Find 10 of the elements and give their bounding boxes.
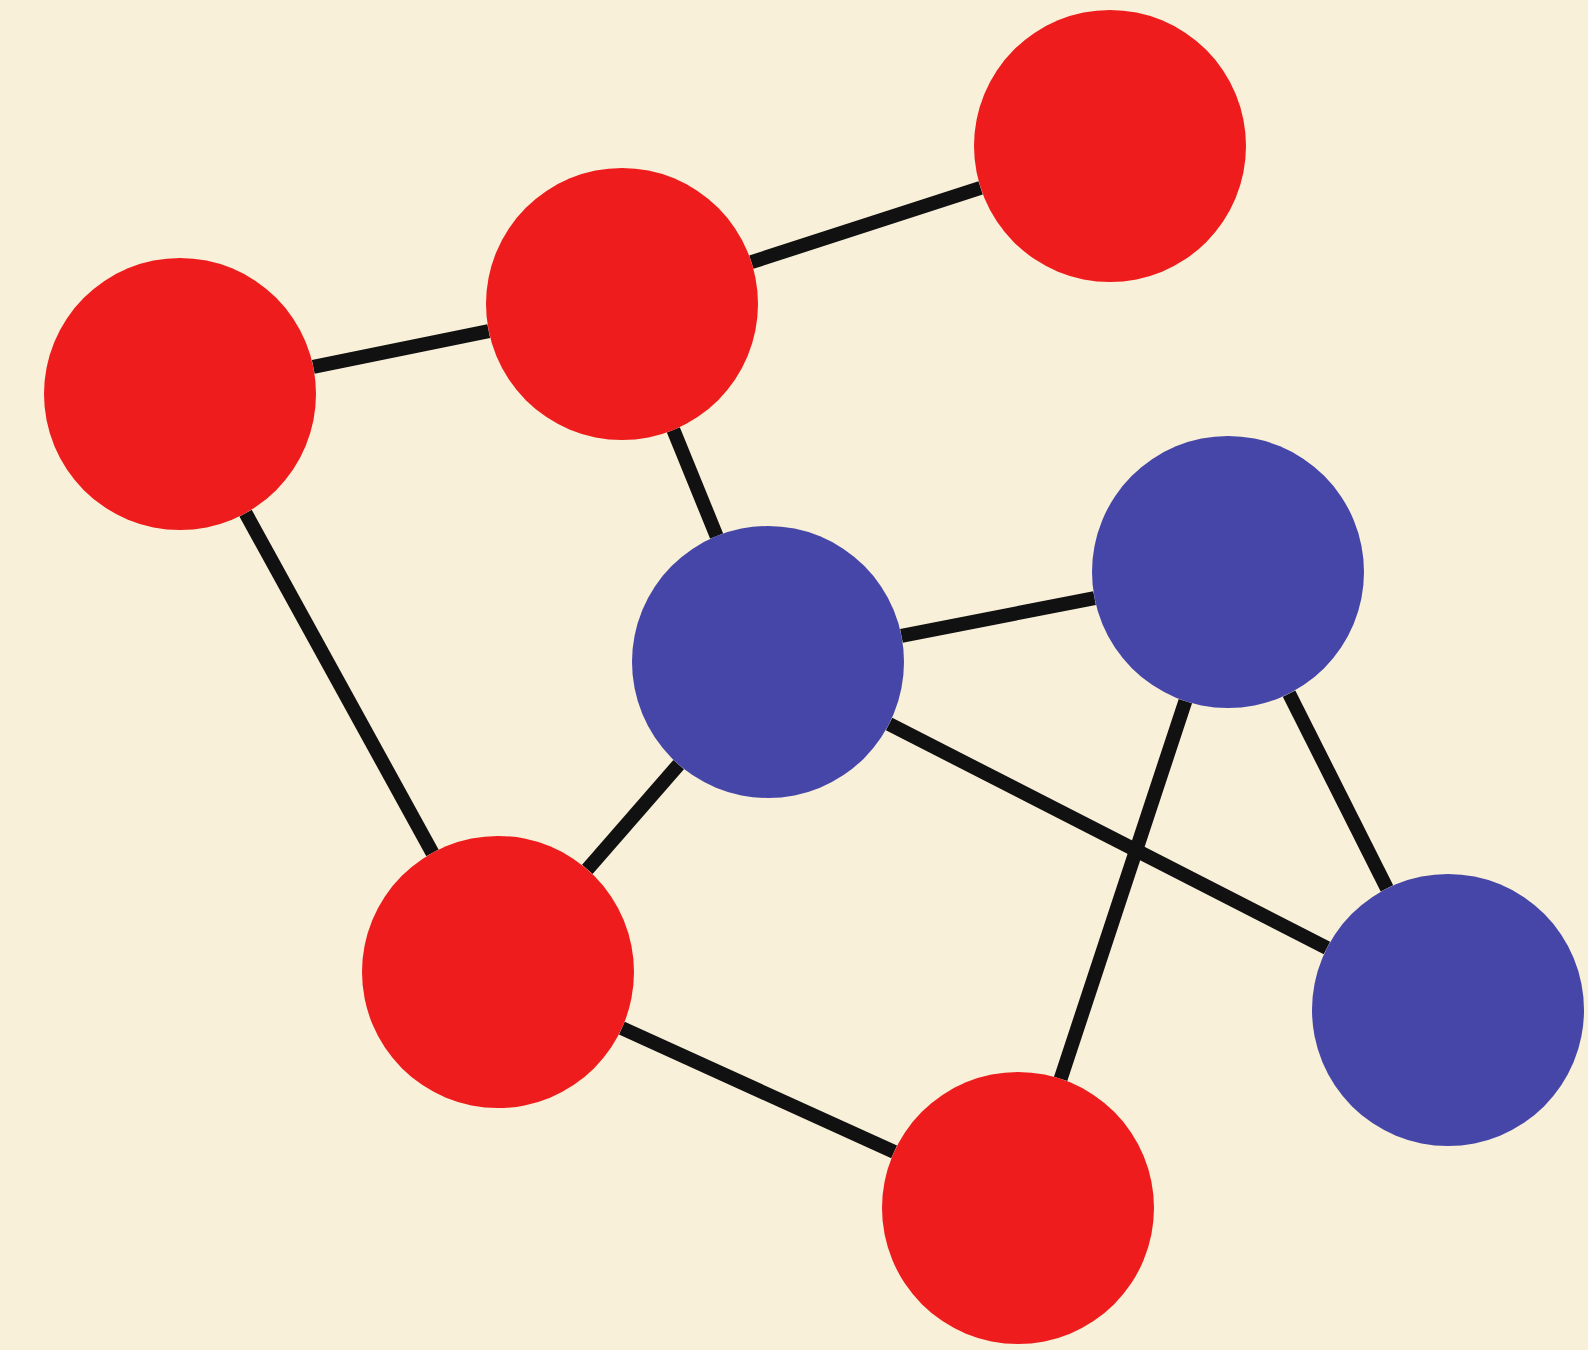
connector-line	[582, 759, 684, 875]
connector-line	[900, 591, 1096, 643]
connector-line	[749, 181, 983, 269]
connector-line	[1282, 690, 1394, 892]
connector-line	[311, 324, 491, 374]
connector-line	[239, 509, 439, 857]
connector-line	[885, 717, 1331, 955]
connector-line	[1054, 698, 1192, 1082]
connector-line	[666, 427, 724, 539]
connector-line	[618, 1021, 898, 1159]
